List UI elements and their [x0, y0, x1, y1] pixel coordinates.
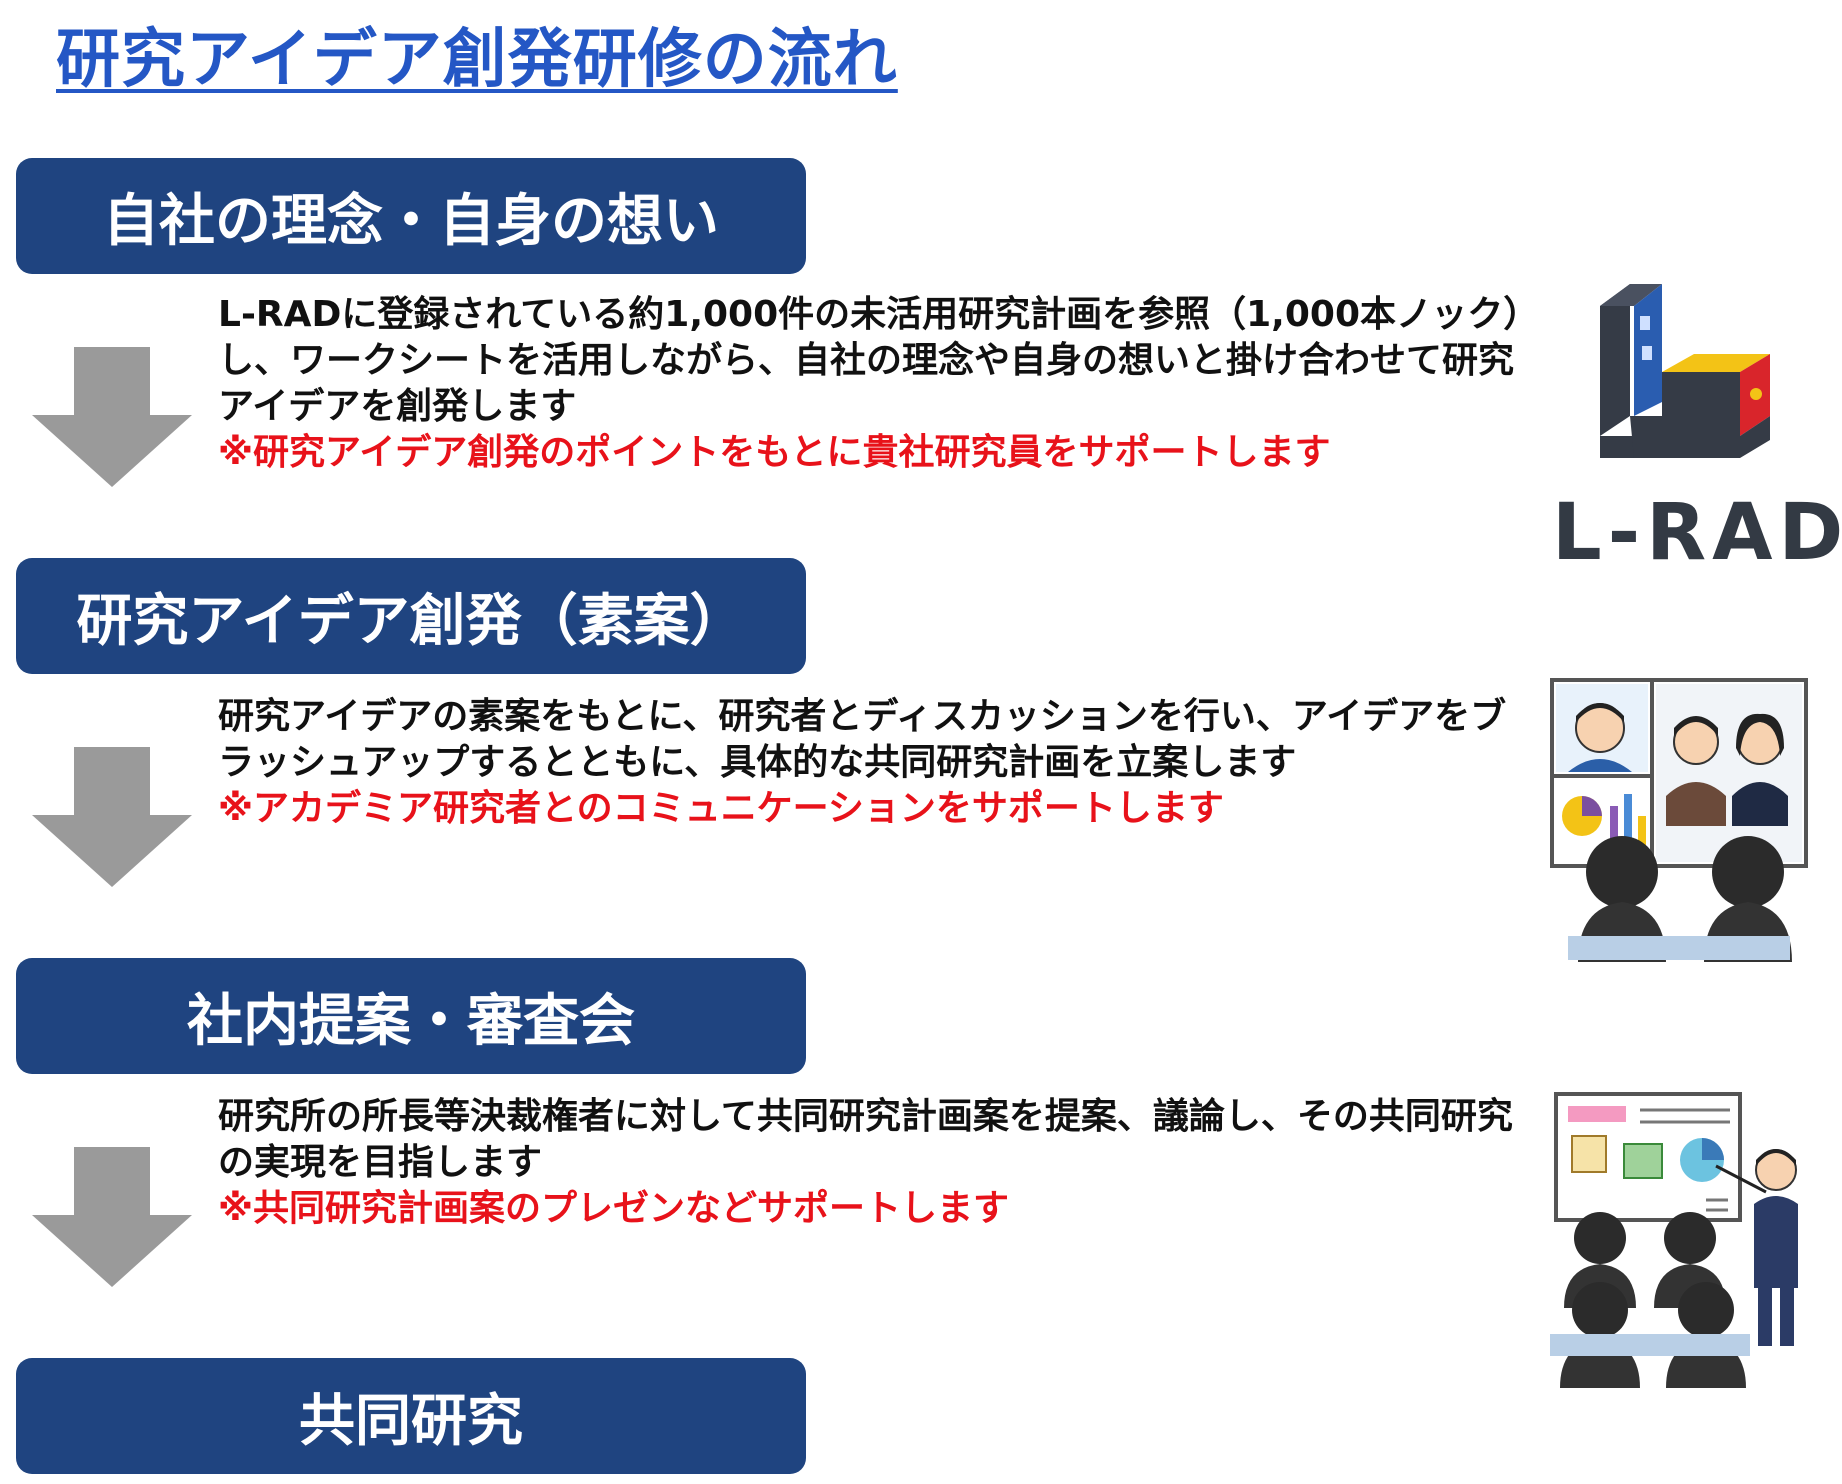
- down-arrow-icon: [32, 747, 192, 887]
- step-description-1: L-RADに登録されている約1,000件の未活用研究計画を参照（1,000本ノッ…: [218, 292, 1528, 476]
- presentation-illustration: [1550, 1092, 1798, 1388]
- l-rad-logo-icon: [1600, 284, 1770, 458]
- step-description-3: 研究所の所長等決裁権者に対して共同研究計画案を提案、議論し、その共同研究の実現を…: [218, 1094, 1528, 1232]
- support-note: ※共同研究計画案のプレゼンなどサポートします: [218, 1188, 1009, 1229]
- down-arrow-icon: [32, 347, 192, 487]
- description-text: 研究所の所長等決裁権者に対して共同研究計画案を提案、議論し、その共同研究の実現を…: [218, 1096, 1513, 1183]
- support-note: ※アカデミア研究者とのコミュニケーションをサポートします: [218, 788, 1224, 829]
- step-box-idea-draft: 研究アイデア創発（素案）: [16, 558, 806, 674]
- page-title: 研究アイデア創発研修の流れ: [56, 23, 898, 97]
- description-text: 研究アイデアの素案をもとに、研究者とディスカッションを行い、アイデアをブラッシュ…: [218, 696, 1507, 783]
- description-text: L-RADに登録されている約1,000件の未活用研究計画を参照（1,000本ノッ…: [218, 294, 1522, 427]
- step-description-2: 研究アイデアの素案をもとに、研究者とディスカッションを行い、アイデアをブラッシュ…: [218, 694, 1528, 832]
- step-box-internal-review: 社内提案・審査会: [16, 958, 806, 1074]
- support-note: ※研究アイデア創発のポイントをもとに貴社研究員をサポートします: [218, 432, 1331, 473]
- online-meeting-illustration: [1550, 678, 1808, 962]
- l-rad-logo-text: L-RAD: [1552, 488, 1842, 578]
- down-arrow-icon: [32, 1147, 192, 1287]
- step-box-joint-research: 共同研究: [16, 1358, 806, 1474]
- step-box-philosophy: 自社の理念・自身の想い: [16, 158, 806, 274]
